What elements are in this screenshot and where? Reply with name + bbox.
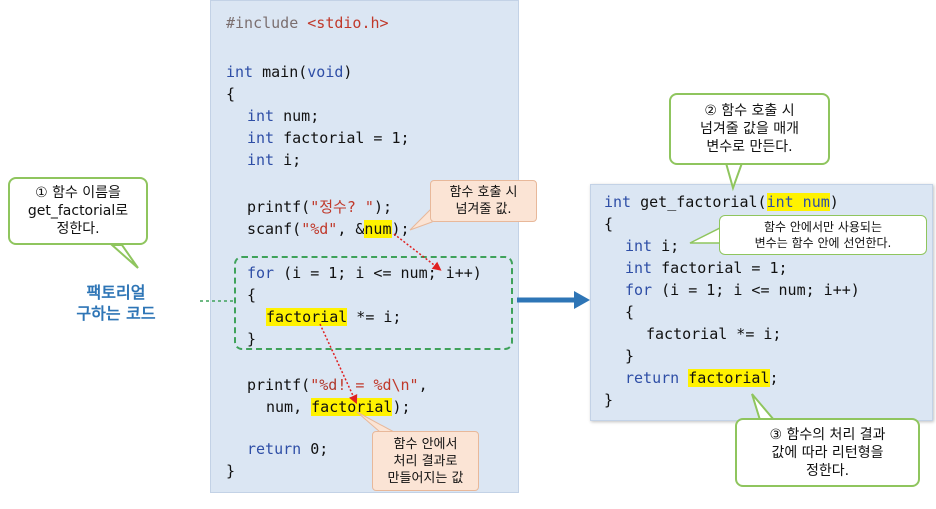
param-highlight: int num [766, 193, 830, 211]
callout-call-value: 함수 호출 시 넘겨줄 값. [430, 180, 537, 222]
factorial-code-region [234, 256, 513, 350]
callout-parameter: ② 함수 호출 시 넘겨줄 값을 매개 변수로 만든다. [669, 93, 830, 165]
printf-prompt-line: printf("정수? "); [247, 198, 393, 216]
callout-local-variable: 함수 안에서만 사용되는 변수는 함수 안에 선언한다. [719, 215, 927, 255]
scanf-num-highlight: num [364, 220, 392, 238]
include-line: #include <stdio.h> [226, 14, 389, 32]
factorial-code-label: 팩토리얼 구하는 코드 [76, 283, 156, 323]
callout-return-type: ③ 함수의 처리 결과 값에 따라 리턴형을 정한다. [735, 418, 920, 487]
printf-result-line: printf("%d! = %d\n", [247, 376, 428, 394]
func-signature-line: int get_factorial(int num) [604, 193, 839, 211]
printf-args-line: num, factorial); [266, 398, 411, 416]
num-decl-line: int num; [247, 107, 320, 125]
func-i-decl-line: int i; [625, 237, 680, 255]
callout-result-value: 함수 안에서 처리 결과로 만들어지는 값 [372, 431, 479, 491]
loop-body-line: factorial *= i; [266, 308, 402, 326]
for-line: for (i = 1; i <= num; i++) [247, 264, 482, 282]
func-open-brace: { [604, 215, 614, 233]
func-loop-close: } [625, 347, 635, 365]
transform-arrow-head [574, 291, 590, 309]
func-loop-body: factorial *= i; [646, 325, 782, 343]
c1-tail [109, 244, 139, 269]
loop-factorial-highlight: factorial [266, 308, 348, 326]
callout-function-name: ① 함수 이름을 get_factorial로 정한다. [8, 177, 148, 245]
loop-open-brace: { [247, 286, 257, 304]
func-for-line: for (i = 1; i <= num; i++) [625, 281, 860, 299]
i-decl-line: int i; [247, 151, 302, 169]
func-factorial-decl-line: int factorial = 1; [625, 259, 788, 277]
func-return-line: return factorial; [625, 369, 779, 387]
return-zero-line: return 0; [247, 440, 329, 458]
loop-close-brace: } [247, 330, 257, 348]
return-factorial-highlight: factorial [688, 369, 770, 387]
main-signature-line: int main(void) [226, 63, 353, 81]
func-close-brace: } [604, 391, 614, 409]
main-close-brace: } [226, 462, 236, 480]
printf-factorial-highlight: factorial [311, 398, 393, 416]
factorial-decl-line: int factorial = 1; [247, 129, 410, 147]
func-loop-open: { [625, 303, 635, 321]
main-open-brace: { [226, 85, 236, 103]
scanf-line: scanf("%d", &num); [247, 220, 410, 238]
